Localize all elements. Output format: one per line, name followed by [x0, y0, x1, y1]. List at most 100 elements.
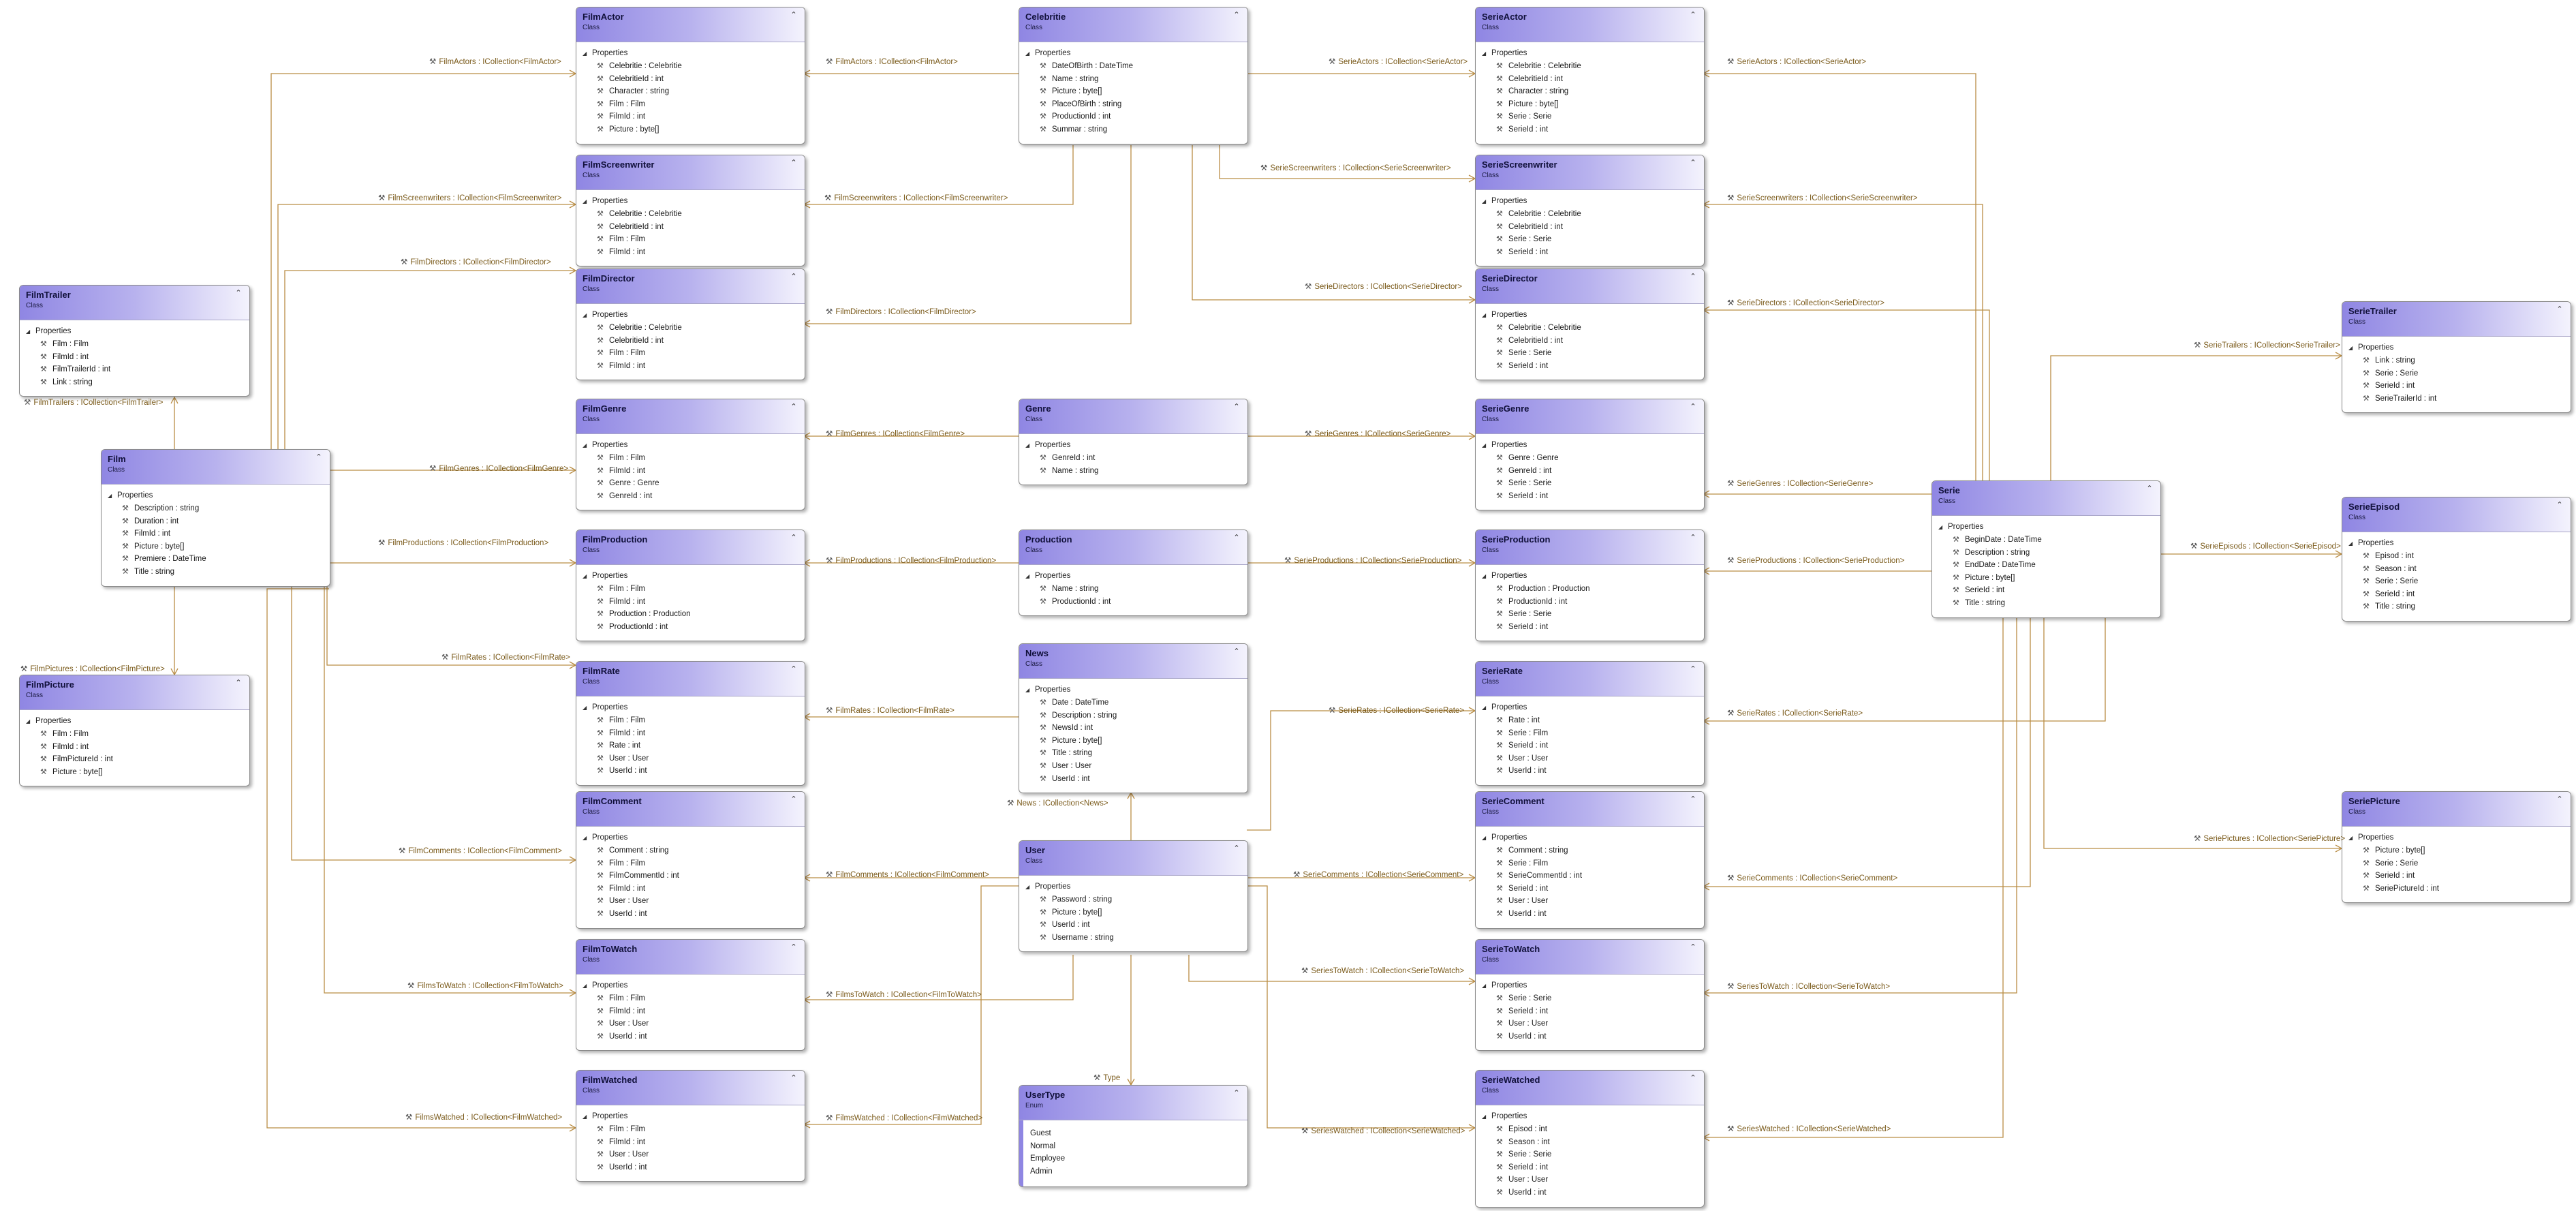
association-line[interactable] [266, 588, 577, 1132]
properties-section-header[interactable]: ◢Properties [1476, 696, 1704, 714]
collapse-chevron-icon[interactable]: ⌃ [1690, 665, 1696, 673]
property-row[interactable]: ⚒SerieId : int [2342, 380, 2571, 393]
property-row[interactable]: ⚒DateOfBirth : DateTime [1019, 60, 1247, 73]
properties-section-header[interactable]: ◢Properties [1476, 42, 1704, 60]
association-label[interactable]: ⚒FilmComments : ICollection<FilmComment> [826, 870, 989, 880]
property-row[interactable]: ⚒Serie : Serie [1476, 477, 1704, 490]
properties-section-header[interactable]: ◢Properties [1019, 565, 1247, 583]
property-row[interactable]: ⚒Link : string [20, 376, 249, 389]
expand-triangle-icon[interactable]: ◢ [26, 718, 31, 724]
property-row[interactable]: ⚒User : User [1476, 895, 1704, 908]
expand-triangle-icon[interactable]: ◢ [583, 50, 587, 57]
property-row[interactable]: ⚒Celebritie : Celebritie [1476, 208, 1704, 221]
property-row[interactable]: ⚒PlaceOfBirth : string [1019, 98, 1247, 111]
property-row[interactable]: ⚒Description : string [1932, 547, 2160, 559]
property-row[interactable]: ⚒Serie : Serie [2342, 575, 2571, 588]
association-label[interactable]: ⚒FilmDirectors : ICollection<FilmDirecto… [401, 258, 551, 267]
properties-section-header[interactable]: ◢Properties [576, 565, 805, 583]
property-row[interactable]: ⚒Film : Film [576, 992, 805, 1005]
property-row[interactable]: ⚒GenreId : int [576, 490, 805, 503]
property-row[interactable]: ⚒Film : Film [576, 233, 805, 246]
property-row[interactable]: ⚒EndDate : DateTime [1932, 559, 2160, 572]
association-label[interactable]: ⚒FilmGenres : ICollection<FilmGenre> [826, 429, 965, 439]
association-line[interactable] [270, 70, 577, 472]
association-label[interactable]: ⚒SeriesToWatch : ICollection<SerieToWatc… [1301, 966, 1464, 976]
association-label[interactable]: ⚒SeriesToWatch : ICollection<SerieToWatc… [1727, 982, 1890, 992]
association-label[interactable]: ⚒FilmProductions : ICollection<FilmProdu… [378, 538, 548, 548]
property-row[interactable]: ⚒Episod : int [1476, 1123, 1704, 1136]
property-row[interactable]: ⚒SerieId : int [1476, 739, 1704, 752]
property-row[interactable]: ⚒Picture : byte[] [1019, 735, 1247, 748]
property-row[interactable]: ⚒Picture : byte[] [1019, 85, 1247, 98]
property-row[interactable]: ⚒ProductionId : int [576, 621, 805, 634]
property-row[interactable]: ⚒Name : string [1019, 73, 1247, 86]
collapse-chevron-icon[interactable]: ⌃ [1690, 273, 1696, 281]
association-label[interactable]: ⚒FilmsToWatch : ICollection<FilmToWatch> [407, 981, 563, 991]
association-label[interactable]: ⚒SerieProductions : ICollection<SeriePro… [1727, 556, 1904, 566]
property-row[interactable]: ⚒Description : string [102, 502, 330, 515]
property-row[interactable]: ⚒Genre : Genre [576, 477, 805, 490]
association-label[interactable]: ⚒FilmGenres : ICollection<FilmGenre> [429, 464, 568, 474]
property-row[interactable]: ⚒FilmId : int [576, 1136, 805, 1149]
properties-section-header[interactable]: ◢Properties [1019, 679, 1247, 696]
property-row[interactable]: ⚒Film : Film [576, 347, 805, 360]
association-label[interactable]: ⚒SerieActors : ICollection<SerieActor> [1329, 57, 1468, 67]
property-row[interactable]: ⚒Film : Film [20, 728, 249, 741]
association-line[interactable] [326, 572, 577, 669]
property-row[interactable]: ⚒SerieId : int [1476, 490, 1704, 503]
property-row[interactable]: ⚒User : User [1476, 1174, 1704, 1186]
association-label[interactable]: ⚒FilmPictures : ICollection<FilmPicture> [20, 664, 165, 674]
property-row[interactable]: ⚒Film : Film [576, 452, 805, 465]
expand-triangle-icon[interactable]: ◢ [583, 442, 587, 448]
properties-section-header[interactable]: ◢Properties [576, 975, 805, 992]
collapse-chevron-icon[interactable]: ⌃ [1233, 403, 1240, 411]
properties-section-header[interactable]: ◢Properties [20, 710, 249, 728]
expand-triangle-icon[interactable]: ◢ [1482, 705, 1487, 711]
enum-value[interactable]: Guest [1030, 1129, 1051, 1137]
expand-triangle-icon[interactable]: ◢ [1025, 884, 1030, 890]
property-row[interactable]: ⚒FilmCommentId : int [576, 870, 805, 883]
property-row[interactable]: ⚒ProductionId : int [1019, 596, 1247, 609]
property-row[interactable]: ⚒CelebritieId : int [1476, 221, 1704, 234]
property-row[interactable]: ⚒GenreId : int [1019, 452, 1247, 465]
property-row[interactable]: ⚒Celebritie : Celebritie [576, 322, 805, 335]
association-label[interactable]: ⚒SerieDirectors : ICollection<SerieDirec… [1305, 282, 1462, 292]
properties-section-header[interactable]: ◢Properties [1476, 434, 1704, 452]
property-row[interactable]: ⚒Comment : string [1476, 844, 1704, 857]
property-row[interactable]: ⚒Celebritie : Celebritie [576, 208, 805, 221]
expand-triangle-icon[interactable]: ◢ [1482, 983, 1487, 989]
collapse-chevron-icon[interactable]: ⌃ [1233, 647, 1240, 656]
association-label[interactable]: ⚒FilmScreenwriters : ICollection<FilmScr… [378, 194, 561, 203]
association-label[interactable]: ⚒FilmProductions : ICollection<FilmProdu… [826, 556, 996, 566]
property-row[interactable]: ⚒SerieId : int [1476, 883, 1704, 895]
association-label[interactable]: ⚒FilmsToWatch : ICollection<FilmToWatch> [826, 990, 982, 1000]
property-row[interactable]: ⚒Serie : Serie [2342, 857, 2571, 870]
expand-triangle-icon[interactable]: ◢ [1938, 524, 1943, 530]
property-row[interactable]: ⚒Film : Film [576, 714, 805, 727]
property-row[interactable]: ⚒Picture : byte[] [576, 123, 805, 136]
property-row[interactable]: ⚒Film : Film [20, 338, 249, 351]
property-row[interactable]: ⚒BeginDate : DateTime [1932, 534, 2160, 547]
collapse-chevron-icon[interactable]: ⌃ [1233, 534, 1240, 542]
property-row[interactable]: ⚒ProductionId : int [1476, 596, 1704, 609]
properties-section-header[interactable]: ◢Properties [1019, 434, 1247, 452]
collapse-chevron-icon[interactable]: ⌃ [790, 403, 797, 411]
